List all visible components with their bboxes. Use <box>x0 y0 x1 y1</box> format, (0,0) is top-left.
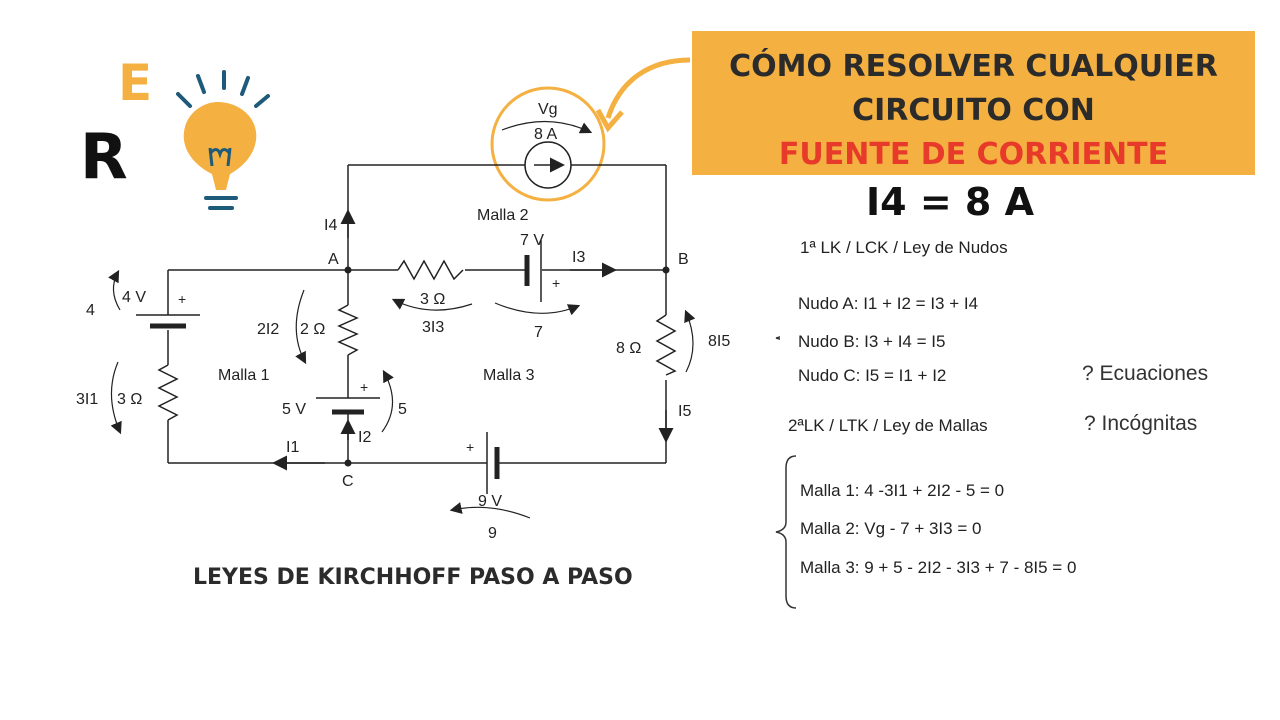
logo-letter-e: E <box>118 54 153 112</box>
bottom-title: LEYES DE KIRCHHOFF PASO A PASO <box>193 565 633 590</box>
pointer-arrowhead <box>595 108 624 133</box>
r8-value: 8 Ω <box>616 340 641 357</box>
ltk-eq-mesh-2: Malla 2: Vg - 7 + 3I3 = 0 <box>800 519 982 538</box>
v4-plus: + <box>178 291 186 307</box>
v7-plus: + <box>552 275 560 291</box>
current-label-i1: I1 <box>286 439 299 456</box>
lck-title: 1ª LK / LCK / Ley de Nudos <box>800 238 1008 257</box>
ltk-eq-mesh-3: Malla 3: 9 + 5 - 2I2 - 3I3 + 7 - 8I5 = 0 <box>800 558 1077 577</box>
mesh-label-3: Malla 3 <box>483 367 535 384</box>
v4-value: 4 V <box>122 289 146 306</box>
node-label-a: A <box>328 251 339 268</box>
result-equation: I4 = 8 A <box>866 180 1034 224</box>
r2-value: 2 Ω <box>300 321 325 338</box>
source-value: 8 A <box>534 126 557 143</box>
current-label-i5: I5 <box>678 403 691 420</box>
circuit-diagram: Vg 8 A Malla 2 Malla 1 Malla 3 A B C I4 … <box>76 57 780 542</box>
node-dot-b <box>662 266 670 274</box>
node-dot-c <box>344 459 352 467</box>
lck-bracket <box>775 335 780 341</box>
node-dot-a <box>344 266 352 274</box>
arc-7 <box>494 302 581 316</box>
v5-plus: + <box>360 379 368 395</box>
arc-5 <box>381 369 394 433</box>
v9-plus: + <box>466 439 474 455</box>
source-highlight-circle <box>490 86 606 202</box>
v9-value: 9 V <box>478 493 502 510</box>
v9-drop: 9 <box>488 525 497 542</box>
v7-drop: 7 <box>534 324 543 341</box>
v5-drop: 5 <box>398 401 407 418</box>
current-label-i4: I4 <box>324 217 337 234</box>
ltk-bracket <box>775 455 797 609</box>
question-ecuaciones: ? Ecuaciones <box>1082 362 1209 385</box>
resistor-3ohm-top <box>397 259 464 281</box>
lck-eq-node-a: Nudo A: I1 + I2 = I3 + I4 <box>798 294 979 313</box>
current-label-i3: I3 <box>572 249 585 266</box>
arc-9 <box>449 502 531 519</box>
r3left-drop: 3I1 <box>76 391 98 408</box>
resistor-3ohm-left <box>157 364 179 421</box>
mesh-label-1: Malla 1 <box>218 367 270 384</box>
banner-line-2: CIRCUITO CON <box>852 93 1095 128</box>
question-incognitas: ? Incógnitas <box>1084 412 1198 435</box>
arc-4 <box>108 269 121 311</box>
lck-eq-node-b: Nudo B: I3 + I4 = I5 <box>798 332 946 351</box>
ltk-title: 2ªLK / LTK / Ley de Mallas <box>788 416 988 435</box>
lck-eq-node-c: Nudo C: I5 = I1 + I2 <box>798 366 947 385</box>
arc-vg <box>501 120 593 134</box>
logo: R E <box>80 54 280 220</box>
source-name: Vg <box>538 101 558 118</box>
arc-3i3 <box>391 298 473 311</box>
title-banner: CÓMO RESOLVER CUALQUIER CIRCUITO CON <box>692 31 1255 175</box>
banner-line-3: FUENTE DE CORRIENTE <box>778 137 1169 172</box>
resistor-8ohm <box>655 314 677 376</box>
current-label-i2: I2 <box>358 429 371 446</box>
ltk-bracket-graphic <box>775 455 797 609</box>
mesh-label-2: Malla 2 <box>477 207 529 224</box>
ltk-eq-mesh-1: Malla 1: 4 -3I1 + 2I2 - 5 = 0 <box>800 481 1005 500</box>
resistor-2ohm <box>337 304 359 356</box>
banner-line-1: CÓMO RESOLVER CUALQUIER <box>729 49 1218 84</box>
r2-drop: 2I2 <box>257 321 279 338</box>
r3left-value: 3 Ω <box>117 391 142 408</box>
arc-3i1 <box>110 361 122 435</box>
logo-letter-r: R <box>80 120 128 193</box>
v4-drop: 4 <box>86 302 95 319</box>
r3top-drop: 3I3 <box>422 319 444 336</box>
arc-8i5 <box>684 309 696 373</box>
node-label-b: B <box>678 251 689 268</box>
arc-2i2 <box>295 289 307 365</box>
r8-drop: 8I5 <box>708 333 730 350</box>
lightbulb-icon <box>176 70 270 210</box>
node-label-c: C <box>342 473 354 490</box>
current-source <box>524 141 572 189</box>
pointer-arrow <box>605 57 691 119</box>
v7-value: 7 V <box>520 232 544 249</box>
r3top-value: 3 Ω <box>420 291 445 308</box>
v5-value: 5 V <box>282 401 306 418</box>
